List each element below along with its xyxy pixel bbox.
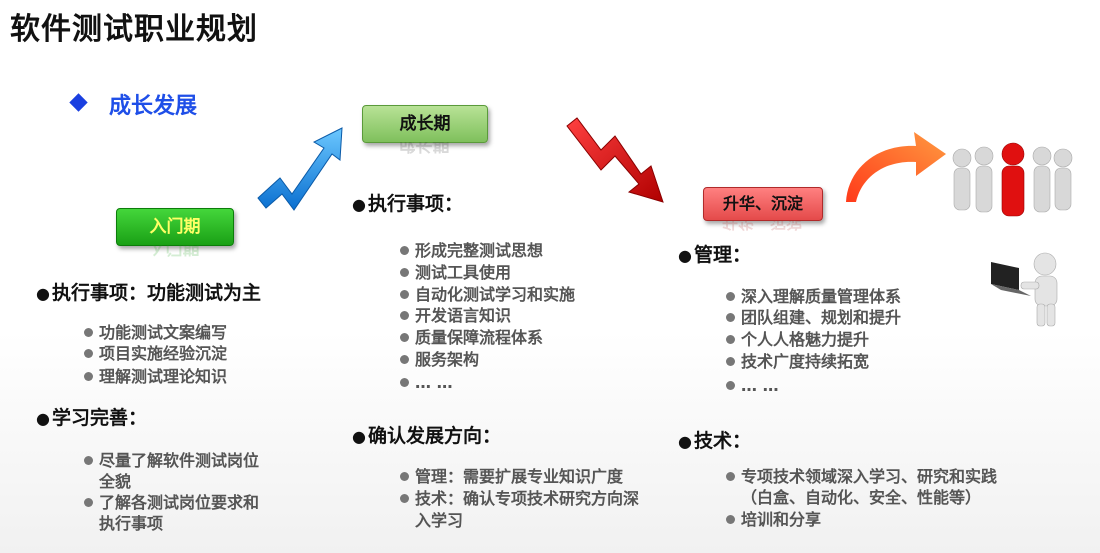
list-item: 管理：需要扩展专业知识广度 (400, 466, 623, 487)
list-item: 测试工具使用 (400, 262, 511, 283)
curved-arrow-icon (838, 128, 950, 206)
list-item-text: 技术：确认专项技术研究方向深 (415, 489, 639, 508)
col3-heading-technology-text: 技术： (694, 430, 751, 452)
leader-figures-icon (950, 140, 1075, 220)
stage-promote-box: 升华、沉淀 (703, 187, 823, 221)
list-item-text: … … (415, 373, 453, 392)
list-item: 深入理解质量管理体系 (726, 286, 901, 307)
list-item-text: 团队组建、规划和提升 (741, 308, 901, 327)
list-item-text: … … (741, 376, 779, 395)
stage-growth-box: 成长期 (362, 105, 488, 143)
stage-growth-reflection: 成长期 (362, 142, 486, 162)
stage-entry-box: 入门期 (116, 208, 234, 246)
list-item: … … (726, 375, 779, 396)
list-item-text: 质量保障流程体系 (415, 328, 543, 347)
list-item-text: 管理：需要扩展专业知识广度 (415, 467, 623, 486)
col3-heading-management-text: 管理： (694, 244, 751, 266)
list-item: 培训和分享 (726, 509, 821, 530)
list-item-text: 理解测试理论知识 (99, 367, 227, 386)
list-item: 理解测试理论知识 (84, 366, 227, 387)
col3-heading-management: ●管理： (678, 240, 751, 267)
list-item-text: 形成完整测试思想 (415, 241, 543, 260)
list-item: 专项技术领域深入学习、研究和实践 (726, 466, 997, 487)
list-item: 项目实施经验沉淀 (84, 343, 227, 364)
list-item-text: 技术广度持续拓宽 (741, 352, 869, 371)
stage-entry-reflection: 入门期 (116, 245, 232, 265)
list-item: 服务架构 (400, 349, 479, 370)
list-item-text: 个人人格魅力提升 (741, 330, 869, 349)
up-arrow-icon (250, 120, 350, 215)
list-item: 质量保障流程体系 (400, 327, 543, 348)
col1-heading-learning: ●学习完善： (36, 403, 147, 430)
list-item-text: （白盒、自动化、安全、性能等） (741, 488, 981, 507)
laptop-figure-icon (985, 250, 1070, 330)
list-item: 技术：确认专项技术研究方向深 (400, 488, 639, 509)
list-item: 个人人格魅力提升 (726, 329, 869, 350)
list-item-continued: 入学习 (400, 510, 463, 531)
stage-promote-reflection: 升华、沉淀 (703, 220, 821, 238)
list-item: 了解各测试岗位要求和 (84, 492, 259, 513)
diamond-bullet-icon (69, 93, 87, 111)
section-subtitle: 成长发展 (109, 88, 197, 120)
col2-heading-execution-text: 执行事项： (368, 193, 463, 215)
list-item-text: 了解各测试岗位要求和 (99, 493, 259, 512)
list-item-continued: 全貌 (84, 471, 131, 492)
col2-heading-direction-text: 确认发展方向： (368, 425, 501, 447)
list-item: 形成完整测试思想 (400, 240, 543, 261)
col1-heading-execution-text: 执行事项：功能测试为主 (52, 282, 261, 304)
list-item-text: 功能测试文案编写 (99, 323, 227, 342)
list-item: … … (400, 372, 453, 393)
col2-heading-direction: ●确认发展方向： (352, 421, 501, 448)
list-item-text: 专项技术领域深入学习、研究和实践 (741, 467, 997, 486)
list-item: 开发语言知识 (400, 305, 511, 326)
col2-heading-execution: ●执行事项： (352, 189, 463, 216)
list-item-text: 入学习 (415, 511, 463, 530)
list-item-text: 培训和分享 (741, 510, 821, 529)
list-item-continued: 执行事项 (84, 513, 163, 534)
page-title: 软件测试职业规划 (10, 4, 258, 48)
list-item-text: 全貌 (99, 472, 131, 491)
list-item-text: 自动化测试学习和实施 (415, 285, 575, 304)
list-item: 尽量了解软件测试岗位 (84, 450, 259, 471)
col1-heading-execution: ●执行事项：功能测试为主 (36, 278, 261, 305)
list-item-text: 执行事项 (99, 514, 163, 533)
col3-heading-technology: ●技术： (678, 426, 751, 453)
list-item-text: 测试工具使用 (415, 263, 511, 282)
list-item: 自动化测试学习和实施 (400, 284, 575, 305)
list-item: 功能测试文案编写 (84, 322, 227, 343)
list-item: 团队组建、规划和提升 (726, 307, 901, 328)
list-item-text: 深入理解质量管理体系 (741, 287, 901, 306)
list-item-text: 项目实施经验沉淀 (99, 344, 227, 363)
list-item-text: 开发语言知识 (415, 306, 511, 325)
down-arrow-icon (563, 112, 675, 207)
list-item: 技术广度持续拓宽 (726, 351, 869, 372)
list-item-continued: （白盒、自动化、安全、性能等） (726, 487, 981, 508)
list-item-text: 尽量了解软件测试岗位 (99, 451, 259, 470)
col1-heading-learning-text: 学习完善： (52, 407, 147, 429)
list-item-text: 服务架构 (415, 350, 479, 369)
